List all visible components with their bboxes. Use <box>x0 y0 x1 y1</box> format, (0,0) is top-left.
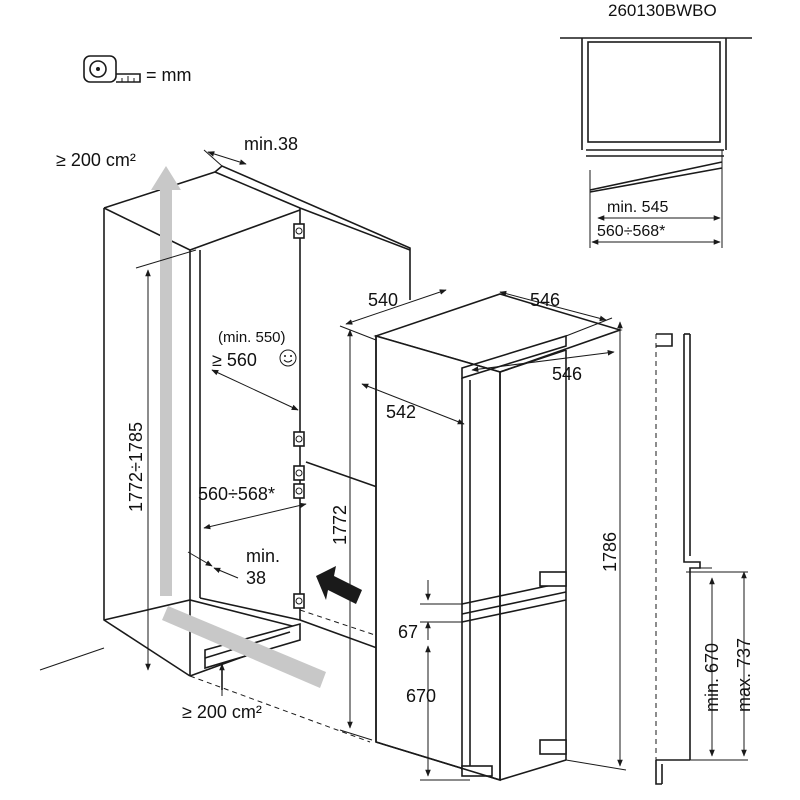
niche-depth-min-label: (min. 550) <box>218 329 286 346</box>
fridge-body-depth-label: 542 <box>386 402 416 422</box>
detail-min-depth-label: min. 545 <box>607 199 668 216</box>
hinge-mid-3 <box>293 483 305 499</box>
cabinet-niche <box>39 165 421 743</box>
side-max-label: max. 737 <box>734 638 754 712</box>
plinth-gap-label: min. <box>246 546 280 566</box>
airflow-bottom-arrow <box>162 606 326 688</box>
push-arrow-icon <box>316 566 362 604</box>
airflow-top-arrow <box>151 166 181 596</box>
lower-height-label: 670 <box>406 686 436 706</box>
unit-legend: = mm <box>146 65 192 85</box>
hinge-mid-1 <box>293 431 305 447</box>
plinth-gap-value: 38 <box>246 568 266 588</box>
air-top-label: ≥ 200 cm² <box>56 150 136 170</box>
fridge-depth-label: 540 <box>368 290 398 310</box>
total-height-label: 1786 <box>600 532 620 572</box>
body-height-label: 1772 <box>330 505 350 545</box>
niche-depth-label: ≥ 560 <box>212 350 257 370</box>
detail-width-label: 560÷568* <box>597 223 665 240</box>
smile-icon <box>279 349 297 367</box>
fridge-width-front-label: 546 <box>552 364 582 384</box>
hinge-top <box>293 223 305 239</box>
model-code: 260130BWBO <box>608 1 717 20</box>
door-gap-label: 67 <box>398 622 418 642</box>
side-section <box>655 333 748 785</box>
hinge-bottom <box>293 593 305 609</box>
hinge-mid-2 <box>293 465 305 481</box>
air-bottom-label: ≥ 200 cm² <box>182 702 262 722</box>
top-gap-label: min.38 <box>244 134 298 154</box>
tape-measure-icon <box>83 55 141 83</box>
top-view-detail: min. 545 560÷568* <box>560 37 752 248</box>
niche-width-label: 560÷568* <box>198 484 275 504</box>
fridge-width-label: 546 <box>530 290 560 310</box>
niche-height-label: 1772÷1785 <box>126 422 146 512</box>
side-min-label: min. 670 <box>702 643 722 712</box>
